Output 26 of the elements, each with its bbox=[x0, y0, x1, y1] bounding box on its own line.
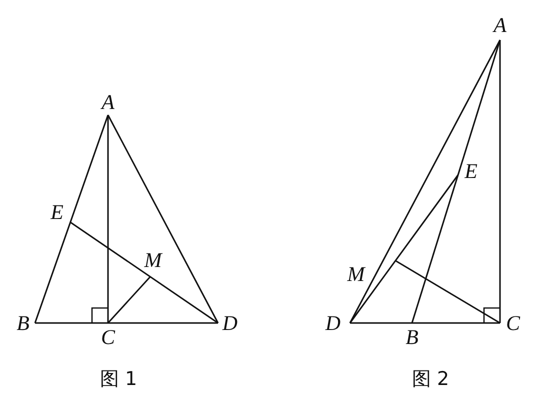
point-label: A bbox=[491, 14, 509, 36]
line-segment bbox=[107, 276, 151, 324]
point-label: B bbox=[14, 312, 32, 334]
point-label: M bbox=[347, 263, 365, 285]
figure-caption: 图 1 bbox=[100, 368, 138, 390]
figure-caption: 图 2 bbox=[412, 368, 450, 390]
line-segment bbox=[35, 322, 218, 324]
point-label: D bbox=[221, 312, 239, 334]
line-segment bbox=[70, 221, 218, 324]
line-segment bbox=[107, 115, 109, 323]
point-label: E bbox=[462, 160, 480, 182]
line-segment bbox=[396, 260, 500, 324]
point-label: A bbox=[99, 91, 117, 113]
point-label: B bbox=[403, 326, 421, 348]
line-segment bbox=[350, 322, 500, 324]
point-label: M bbox=[144, 249, 162, 271]
point-label: C bbox=[504, 312, 522, 334]
line-segment bbox=[34, 114, 109, 324]
line-segment bbox=[411, 40, 501, 324]
point-label: D bbox=[324, 312, 342, 334]
point-label: C bbox=[99, 326, 117, 348]
point-label: E bbox=[48, 201, 66, 223]
line-segment bbox=[107, 114, 219, 324]
line-segment bbox=[499, 40, 501, 323]
line-segment bbox=[349, 174, 459, 324]
line-segment bbox=[349, 40, 501, 324]
